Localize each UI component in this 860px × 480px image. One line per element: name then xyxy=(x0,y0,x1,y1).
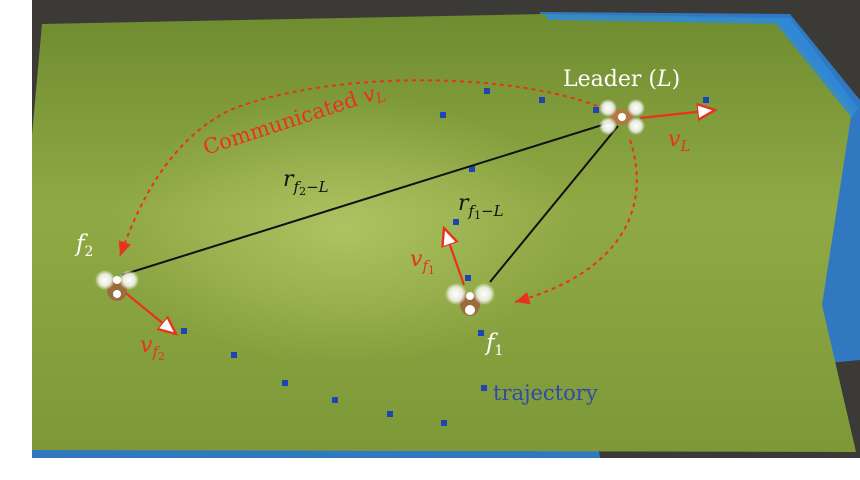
line-r-f1-L xyxy=(489,125,619,283)
drone-f1 xyxy=(445,283,495,316)
drone-f2 xyxy=(95,270,139,301)
line-r-f2-L xyxy=(121,120,616,276)
field-glare xyxy=(110,80,630,380)
label-leader: Leader (L) xyxy=(563,67,680,92)
trajectory-dots xyxy=(181,88,709,426)
communicated-arc-to-f1 xyxy=(514,139,638,305)
drone-leader xyxy=(599,99,645,135)
label-trajectory: trajectory xyxy=(493,381,598,405)
label-v-L: vL xyxy=(668,127,690,155)
arrow-v-f2 xyxy=(121,289,176,334)
communicated-arc-to-f2 xyxy=(118,79,613,257)
label-f2: f2 xyxy=(74,231,93,260)
label-v-f1: vf1 xyxy=(410,247,435,277)
arrow-v-L xyxy=(639,110,715,118)
label-f1: f1 xyxy=(484,330,503,359)
label-r-f1-L: rf1−L xyxy=(458,191,504,222)
label-r-f2-L: rf2−L xyxy=(283,167,329,198)
arrow-v-f1 xyxy=(444,228,466,286)
label-v-f2: vf2 xyxy=(140,333,165,363)
